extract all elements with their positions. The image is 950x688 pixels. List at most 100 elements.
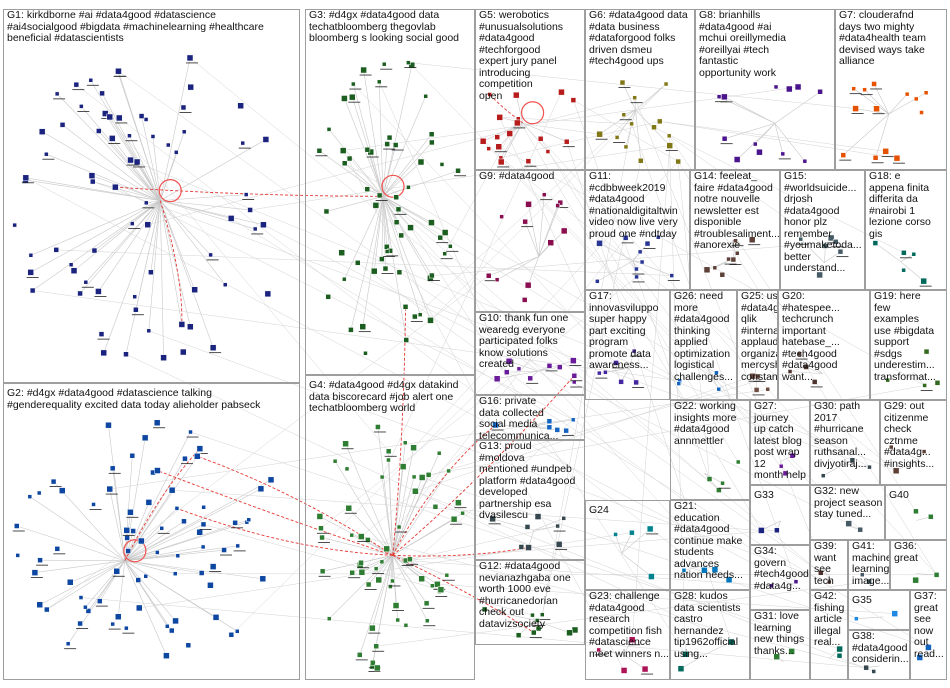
edge: [124, 458, 186, 561]
node: [138, 113, 145, 119]
group-box-g22: G22: working insights more #data4good an…: [670, 400, 750, 500]
node: [437, 234, 443, 241]
group-box-g5: G5: werobotics #unusualsolutions #data4g…: [475, 9, 585, 170]
node: [209, 344, 217, 351]
node: [27, 269, 34, 276]
node: [200, 521, 207, 528]
node: [725, 576, 733, 584]
edge: [80, 597, 867, 668]
node: [15, 553, 20, 558]
edge: [378, 555, 393, 581]
node: [339, 147, 347, 154]
edge: [615, 534, 622, 554]
node: [735, 251, 740, 256]
group-box-g33: G33: [750, 485, 810, 545]
node: [644, 240, 651, 247]
node: [346, 155, 353, 162]
group-label: G34: govern #tech4good #data4g...: [754, 545, 809, 592]
node: [22, 174, 30, 182]
edge: [422, 366, 807, 478]
edge: [147, 200, 161, 225]
node: [555, 203, 560, 208]
node: [393, 194, 399, 200]
node: [130, 221, 135, 226]
edge: [319, 150, 384, 197]
edge: [124, 552, 158, 562]
edge: [263, 224, 861, 530]
node: [370, 267, 378, 275]
node: [200, 544, 206, 550]
edge: [160, 194, 247, 201]
node: [427, 317, 434, 324]
edge: [357, 262, 797, 582]
edge: [378, 81, 384, 197]
group-label: G8: brianhills #data4good #ai mchui orei…: [699, 9, 786, 79]
node: [656, 234, 661, 240]
edge: [844, 463, 870, 468]
node: [110, 621, 115, 627]
node: [706, 476, 713, 482]
edge: [368, 555, 393, 585]
edge: [621, 553, 652, 577]
edge: [360, 554, 393, 564]
group-box-g2: G2: #d4gx #data4good #datascience talkin…: [3, 383, 300, 680]
node: [91, 502, 96, 507]
edge: [631, 123, 797, 582]
node: [112, 183, 119, 191]
node: [817, 88, 823, 95]
node: [375, 576, 382, 584]
edge: [98, 130, 161, 201]
node: [429, 272, 435, 279]
edge: [538, 366, 560, 372]
edge: [85, 200, 161, 283]
node: [753, 141, 758, 147]
node: [873, 105, 880, 112]
edge: [534, 619, 570, 634]
node: [106, 485, 113, 493]
node: [180, 104, 187, 111]
edge: [382, 196, 388, 252]
node: [852, 105, 859, 112]
node: [235, 543, 240, 549]
node: [70, 267, 78, 274]
edge: [376, 581, 870, 647]
edge: [382, 196, 431, 321]
node: [144, 200, 149, 206]
node: [820, 473, 826, 478]
node: [494, 277, 500, 282]
edge: [522, 122, 549, 152]
node: [417, 158, 425, 166]
node: [358, 569, 366, 576]
node: [919, 110, 924, 115]
node: [376, 192, 383, 199]
group-box-g13: G13: proud #moldova mentioned #undpeb pl…: [475, 440, 585, 560]
edge: [124, 456, 198, 561]
node: [613, 532, 618, 537]
node: [712, 265, 718, 271]
node: [252, 226, 258, 232]
group-box-g11: G11: #cdbbweek2019 #data4good #nationald…: [585, 170, 690, 290]
node: [682, 651, 689, 658]
group-box-g35: G35: [848, 590, 910, 630]
group-box-g10: G10: thank fun one wearedg everyone part…: [475, 312, 585, 395]
node: [403, 623, 409, 628]
node: [208, 252, 213, 258]
edge: [382, 196, 433, 276]
node: [892, 467, 900, 475]
group-box-g42: G42: fishing article illegal real...: [810, 590, 848, 680]
node: [97, 598, 103, 604]
group-box-g31: G31: love learning new things thanks...: [750, 610, 810, 680]
node: [641, 665, 649, 673]
node: [901, 267, 906, 273]
node: [748, 236, 756, 243]
node: [596, 647, 601, 653]
node: [716, 94, 722, 99]
edge: [160, 200, 232, 219]
node: [506, 130, 513, 137]
group-label: G25: using #data4good qlik #internatio..…: [741, 290, 778, 383]
node: [318, 525, 324, 532]
edge: [888, 93, 908, 115]
node: [141, 434, 149, 442]
node: [677, 665, 685, 672]
edge: [405, 560, 772, 587]
